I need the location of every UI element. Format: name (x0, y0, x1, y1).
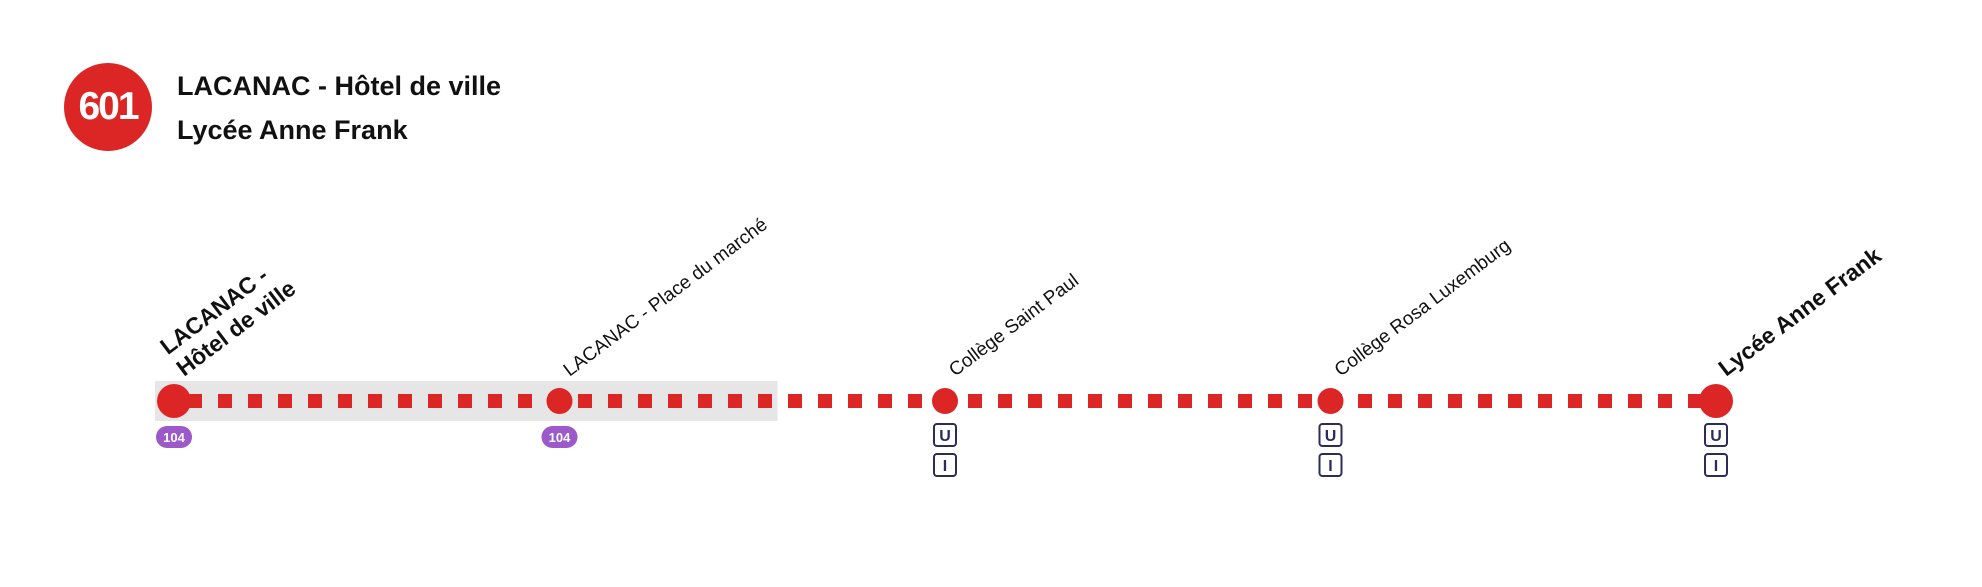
route-dash (1028, 394, 1042, 408)
route-dash (458, 394, 472, 408)
route-dash (608, 394, 622, 408)
route-dash (1508, 394, 1522, 408)
stop-label: LACANAC -Hôtel de ville (155, 253, 300, 381)
route-dash (698, 394, 712, 408)
route-dash (308, 394, 322, 408)
route-dash (1298, 394, 1312, 408)
route-dash (188, 394, 202, 408)
route-dash (1688, 394, 1702, 408)
route-dash (818, 394, 832, 408)
route-title-origin: LACANAC - Hôtel de ville (177, 71, 502, 101)
route-dash (368, 394, 382, 408)
route-dash (518, 394, 532, 408)
route-dash (1418, 394, 1432, 408)
route-dash (1058, 394, 1072, 408)
route-dash (1628, 394, 1642, 408)
route-dash (1088, 394, 1102, 408)
route-dash (1658, 394, 1672, 408)
route-dash (248, 394, 262, 408)
stop-label-line: LACANAC - Place du marché (560, 214, 772, 381)
stop-dot (932, 388, 958, 414)
line-number-badge: 601 (64, 63, 152, 151)
route-title-destination: Lycée Anne Frank (177, 115, 408, 145)
stop-label: Collège Rosa Luxemburg (1331, 235, 1515, 381)
route-dash (728, 394, 742, 408)
route-dash (998, 394, 1012, 408)
correspondence-badge (541, 426, 578, 448)
route-dash (1358, 394, 1372, 408)
route-dash (968, 394, 982, 408)
route-dash (1148, 394, 1162, 408)
stop-dot (1317, 388, 1344, 414)
service-icon-label: I (943, 458, 947, 475)
service-icon (1704, 453, 1728, 477)
route-dash (428, 394, 442, 408)
route-dash (788, 394, 802, 408)
route-dash (638, 394, 652, 408)
stop-label: Collège Saint Paul (945, 270, 1082, 381)
route-dash (1448, 394, 1462, 408)
service-icon-label: U (1325, 428, 1337, 445)
stop-dot (157, 384, 191, 418)
route-dash (1598, 394, 1612, 408)
route-dash (848, 394, 862, 408)
correspondence-badge-label: 104 (163, 430, 185, 445)
route-dash (578, 394, 592, 408)
stop-label-line: Collège Rosa Luxemburg (1331, 235, 1515, 381)
service-icon (933, 453, 957, 477)
route-dash (218, 394, 232, 408)
stop-dot (546, 388, 573, 414)
stop-label: LACANAC - Place du marché (560, 214, 772, 381)
service-icon (1704, 423, 1728, 447)
route-dash (1478, 394, 1492, 408)
route-dash (1118, 394, 1132, 408)
route-dash (908, 394, 922, 408)
service-icon-label: I (1714, 458, 1718, 475)
route-dash (338, 394, 352, 408)
route-dash (878, 394, 892, 408)
stop-label-line: Lycée Anne Frank (1713, 242, 1886, 381)
stop-label: Lycée Anne Frank (1713, 242, 1886, 381)
service-icon (1318, 453, 1343, 477)
route-dash (1568, 394, 1582, 408)
route-dash (488, 394, 502, 408)
correspondence-badge (156, 426, 192, 448)
stop-label-line: Collège Saint Paul (945, 270, 1082, 381)
service-icon (1318, 423, 1343, 447)
route-dash (278, 394, 292, 408)
stop-dot (1699, 384, 1733, 418)
route-dash (1388, 394, 1402, 408)
route-dash (1238, 394, 1252, 408)
route-dash (1538, 394, 1552, 408)
service-icon-label: I (1328, 458, 1332, 475)
service-icon-label: U (1710, 428, 1722, 445)
route-dash (1268, 394, 1282, 408)
route-dash (398, 394, 412, 408)
route-dash (668, 394, 682, 408)
route-dash (1178, 394, 1192, 408)
service-icon (933, 423, 957, 447)
correspondence-badge-label: 104 (549, 430, 571, 445)
route-dash (1208, 394, 1222, 408)
route-dash (758, 394, 772, 408)
service-icon-label: U (939, 428, 951, 445)
